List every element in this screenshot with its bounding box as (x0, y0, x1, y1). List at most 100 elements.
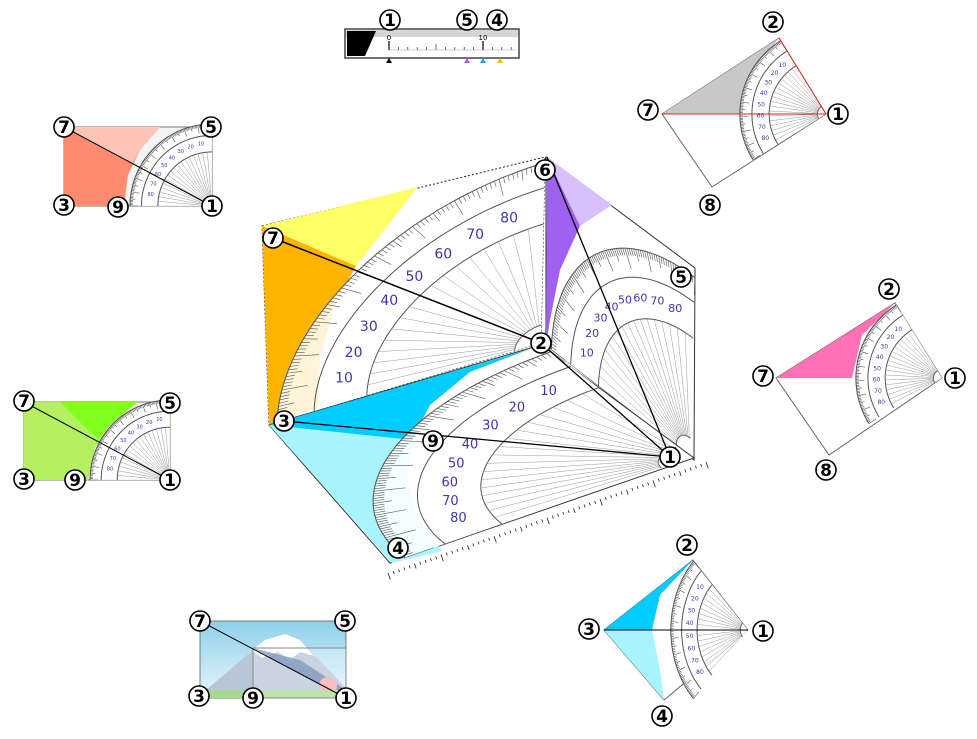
degree-tick (151, 149, 155, 153)
scale-label: 50 (120, 438, 126, 444)
degree-tick (152, 148, 156, 152)
degree-tick (436, 210, 442, 216)
radial-line (147, 432, 167, 473)
degree-tick (658, 255, 661, 268)
degree-tick (382, 530, 394, 534)
radial-line (708, 636, 743, 672)
degree-tick (858, 358, 864, 361)
marker-circle (53, 116, 75, 138)
degree-tick (676, 591, 680, 594)
degree-tick (123, 414, 128, 419)
degree-tick (673, 606, 676, 608)
radial-line (887, 380, 934, 395)
degree-tick (131, 190, 135, 192)
light-cyan-region (604, 630, 664, 700)
radial-line (698, 613, 741, 628)
degree-tick (671, 637, 679, 639)
degree-tick (92, 460, 96, 462)
ruler-ticks (388, 41, 516, 51)
degree-tick (105, 431, 109, 434)
marker-label: 1 (664, 448, 676, 468)
degree-tick (757, 61, 760, 65)
degree-tick (576, 269, 581, 277)
degree-tick (557, 306, 566, 317)
degree-tick (121, 415, 124, 419)
degree-tick (616, 248, 620, 256)
degree-tick (353, 274, 361, 278)
line-2-1 (540, 342, 671, 458)
ruler-start-label: 0 (387, 34, 391, 42)
degree-tick (555, 314, 561, 320)
protractor-arc (751, 50, 788, 154)
degree-tick (517, 364, 524, 369)
degree-tick (862, 345, 866, 348)
line-7-2 (272, 237, 542, 344)
ruler-tick (589, 502, 591, 506)
degree-tick (155, 401, 158, 410)
degree-tick (132, 184, 138, 187)
degree-tick (682, 578, 686, 581)
degree-tick (133, 181, 137, 184)
degree-tick (277, 407, 288, 411)
degree-tick (761, 56, 765, 59)
degree-tick (671, 645, 677, 648)
degree-tick (507, 175, 510, 182)
ruler-tick (657, 478, 660, 482)
degree-tick (673, 655, 677, 658)
marker-label: 3 (193, 687, 205, 707)
degree-tick (741, 97, 745, 99)
degree-tick (138, 168, 142, 171)
ruler-tick (424, 559, 427, 564)
ruler-tick (483, 539, 485, 543)
marker-circle (262, 227, 284, 249)
radial-line (487, 458, 660, 464)
degree-tick (671, 644, 675, 646)
degree-tick (153, 401, 155, 405)
ruler-tick (604, 497, 607, 501)
ruler-tick (562, 511, 565, 515)
degree-tick (687, 568, 691, 572)
degree-tick (432, 212, 440, 222)
marker-circle (578, 618, 600, 640)
scale-label: 70 (442, 494, 459, 509)
degree-tick (182, 129, 184, 133)
marker-label: 4 (392, 539, 404, 559)
marker-circle (827, 103, 849, 125)
degree-tick (186, 127, 188, 131)
protractor-arc (141, 135, 213, 207)
degree-tick (169, 135, 172, 139)
pointer-4-icon (497, 58, 503, 63)
marker-circle (387, 537, 409, 559)
line-7-1 (199, 620, 347, 699)
scale-label: 60 (633, 292, 647, 305)
scale-label: 40 (128, 430, 134, 436)
scale-label: 50 (405, 269, 423, 285)
ruler-tick (668, 474, 671, 478)
degree-tick (865, 416, 869, 419)
radial-line (129, 445, 165, 476)
degree-tick (873, 325, 876, 329)
degree-tick (161, 141, 164, 144)
scale-label: 60 (873, 377, 881, 384)
degree-tick (674, 658, 678, 661)
point-marker-7: 7 (752, 365, 774, 387)
degree-tick (863, 411, 867, 414)
degree-tick (112, 424, 115, 427)
ruler-tick (398, 569, 400, 573)
degree-tick (767, 50, 770, 54)
degree-tick (693, 691, 700, 699)
degree-tick (596, 253, 601, 261)
degree-tick (692, 694, 695, 698)
degree-tick (693, 561, 700, 569)
degree-tick (490, 376, 498, 380)
degree-tick (685, 684, 688, 688)
scale-label: 60 (688, 646, 696, 653)
degree-tick (377, 475, 389, 477)
scale-label: 20 (887, 334, 895, 341)
radial-line (885, 369, 934, 378)
degree-tick (741, 132, 746, 134)
radial-line (885, 378, 934, 381)
scale-label: 30 (688, 607, 696, 614)
